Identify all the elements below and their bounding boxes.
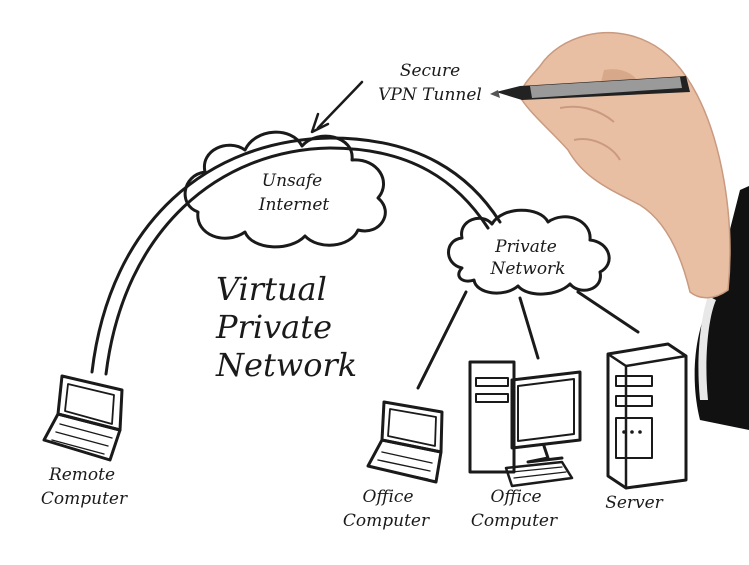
tunnel-label: Secure VPN Tunnel xyxy=(378,61,482,105)
remote-computer-line-2: Computer xyxy=(41,489,128,509)
office-computer-1-line-2: Computer xyxy=(343,511,430,531)
remote-computer-line-1: Remote xyxy=(48,465,115,485)
server-icon xyxy=(606,342,688,490)
tunnel-label-line-2: VPN Tunnel xyxy=(378,85,482,105)
network-links xyxy=(416,290,640,390)
office-computer-2-label: Office Computer xyxy=(471,487,558,531)
office-desktop-icon xyxy=(468,360,582,488)
title-line-1: Virtual xyxy=(216,270,327,308)
office-computer-2-line-1: Office xyxy=(491,487,542,507)
private-network-line-2: Network xyxy=(490,259,566,279)
office-computer-2-line-2: Computer xyxy=(471,511,558,531)
office-computer-1-line-1: Office xyxy=(363,487,414,507)
hand-with-pen xyxy=(490,31,749,430)
server-label: Server xyxy=(605,493,663,513)
remote-computer-label: Remote Computer xyxy=(41,465,128,509)
unsafe-internet-label: Unsafe Internet xyxy=(258,171,330,215)
private-network-line-1: Private xyxy=(494,237,557,257)
remote-laptop-icon xyxy=(42,374,124,462)
unsafe-internet-cloud xyxy=(183,130,387,249)
private-network-label: Private Network xyxy=(490,237,566,279)
unsafe-internet-line-2: Internet xyxy=(258,195,330,215)
office-computer-1-label: Office Computer xyxy=(343,487,430,531)
title-line-3: Network xyxy=(215,346,357,384)
office-laptop-icon xyxy=(366,400,444,484)
tunnel-label-line-1: Secure xyxy=(400,61,460,81)
tunnel-arrow xyxy=(310,80,364,134)
diagram-title: Virtual Private Network xyxy=(215,270,357,384)
server-line-1: Server xyxy=(605,493,663,513)
private-network-cloud xyxy=(447,208,611,296)
title-line-2: Private xyxy=(215,308,332,346)
unsafe-internet-line-1: Unsafe xyxy=(262,171,323,191)
